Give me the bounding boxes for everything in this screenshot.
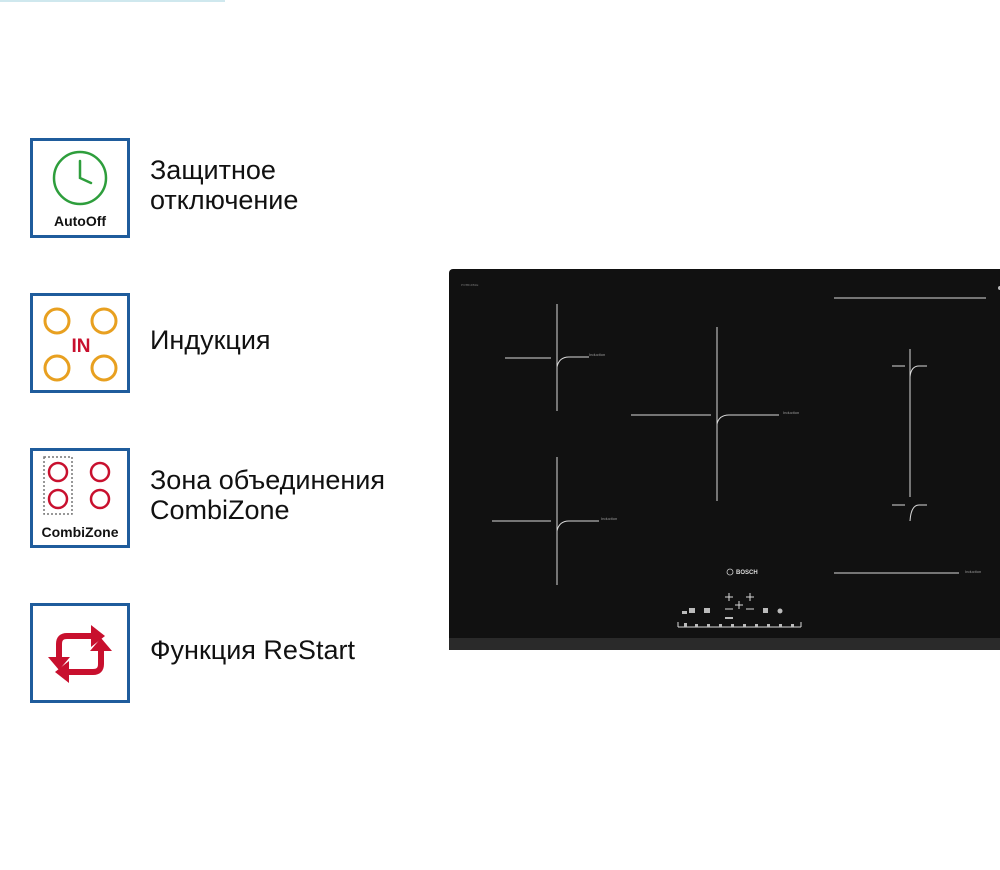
badge-combizone-text: CombiZone [42,524,119,540]
combizone-icon: CombiZone [42,456,119,540]
feature-restart: Функция ReStart [30,603,450,703]
auto-off-clock-icon: AutoOff [52,150,108,229]
induction-icon: IN [43,307,118,382]
badge-induction: IN [30,293,130,393]
hob-zone-label-3: Induction [783,410,799,415]
hob-zone-label-4: Induction [965,569,981,574]
feature-combizone-label: Зона объединения CombiZone [150,465,386,525]
hob-brand: BOSCH [736,570,758,576]
badge-autooff: AutoOff [30,138,130,238]
induction-hob-image: PIV851FB1E Induction Induction Induction… [449,269,1000,650]
badge-induction-text: IN [72,336,91,357]
feature-autooff: AutoOff Защитное отключение [30,138,450,238]
hob-surface-drawing: PIV851FB1E Induction Induction Induction… [449,283,1000,650]
hob-zone-label-2: Induction [601,516,617,521]
restart-arrows-icon [48,625,112,683]
hob-zone-label-1: Induction [589,352,605,357]
bosch-logo-icon [726,568,734,576]
badge-combizone: CombiZone [30,448,130,548]
top-accent-line [0,0,225,2]
feature-induction-label: Индукция [150,325,271,355]
badge-restart [30,603,130,703]
feature-induction: IN Индукция [30,293,450,393]
feature-restart-label: Функция ReStart [150,635,355,665]
feature-autooff-label: Защитное отключение [150,155,299,215]
feature-combizone: CombiZone Зона объединения CombiZone [30,448,450,548]
badge-autooff-text: AutoOff [54,213,106,229]
hob-model-code: PIV851FB1E [461,283,478,287]
